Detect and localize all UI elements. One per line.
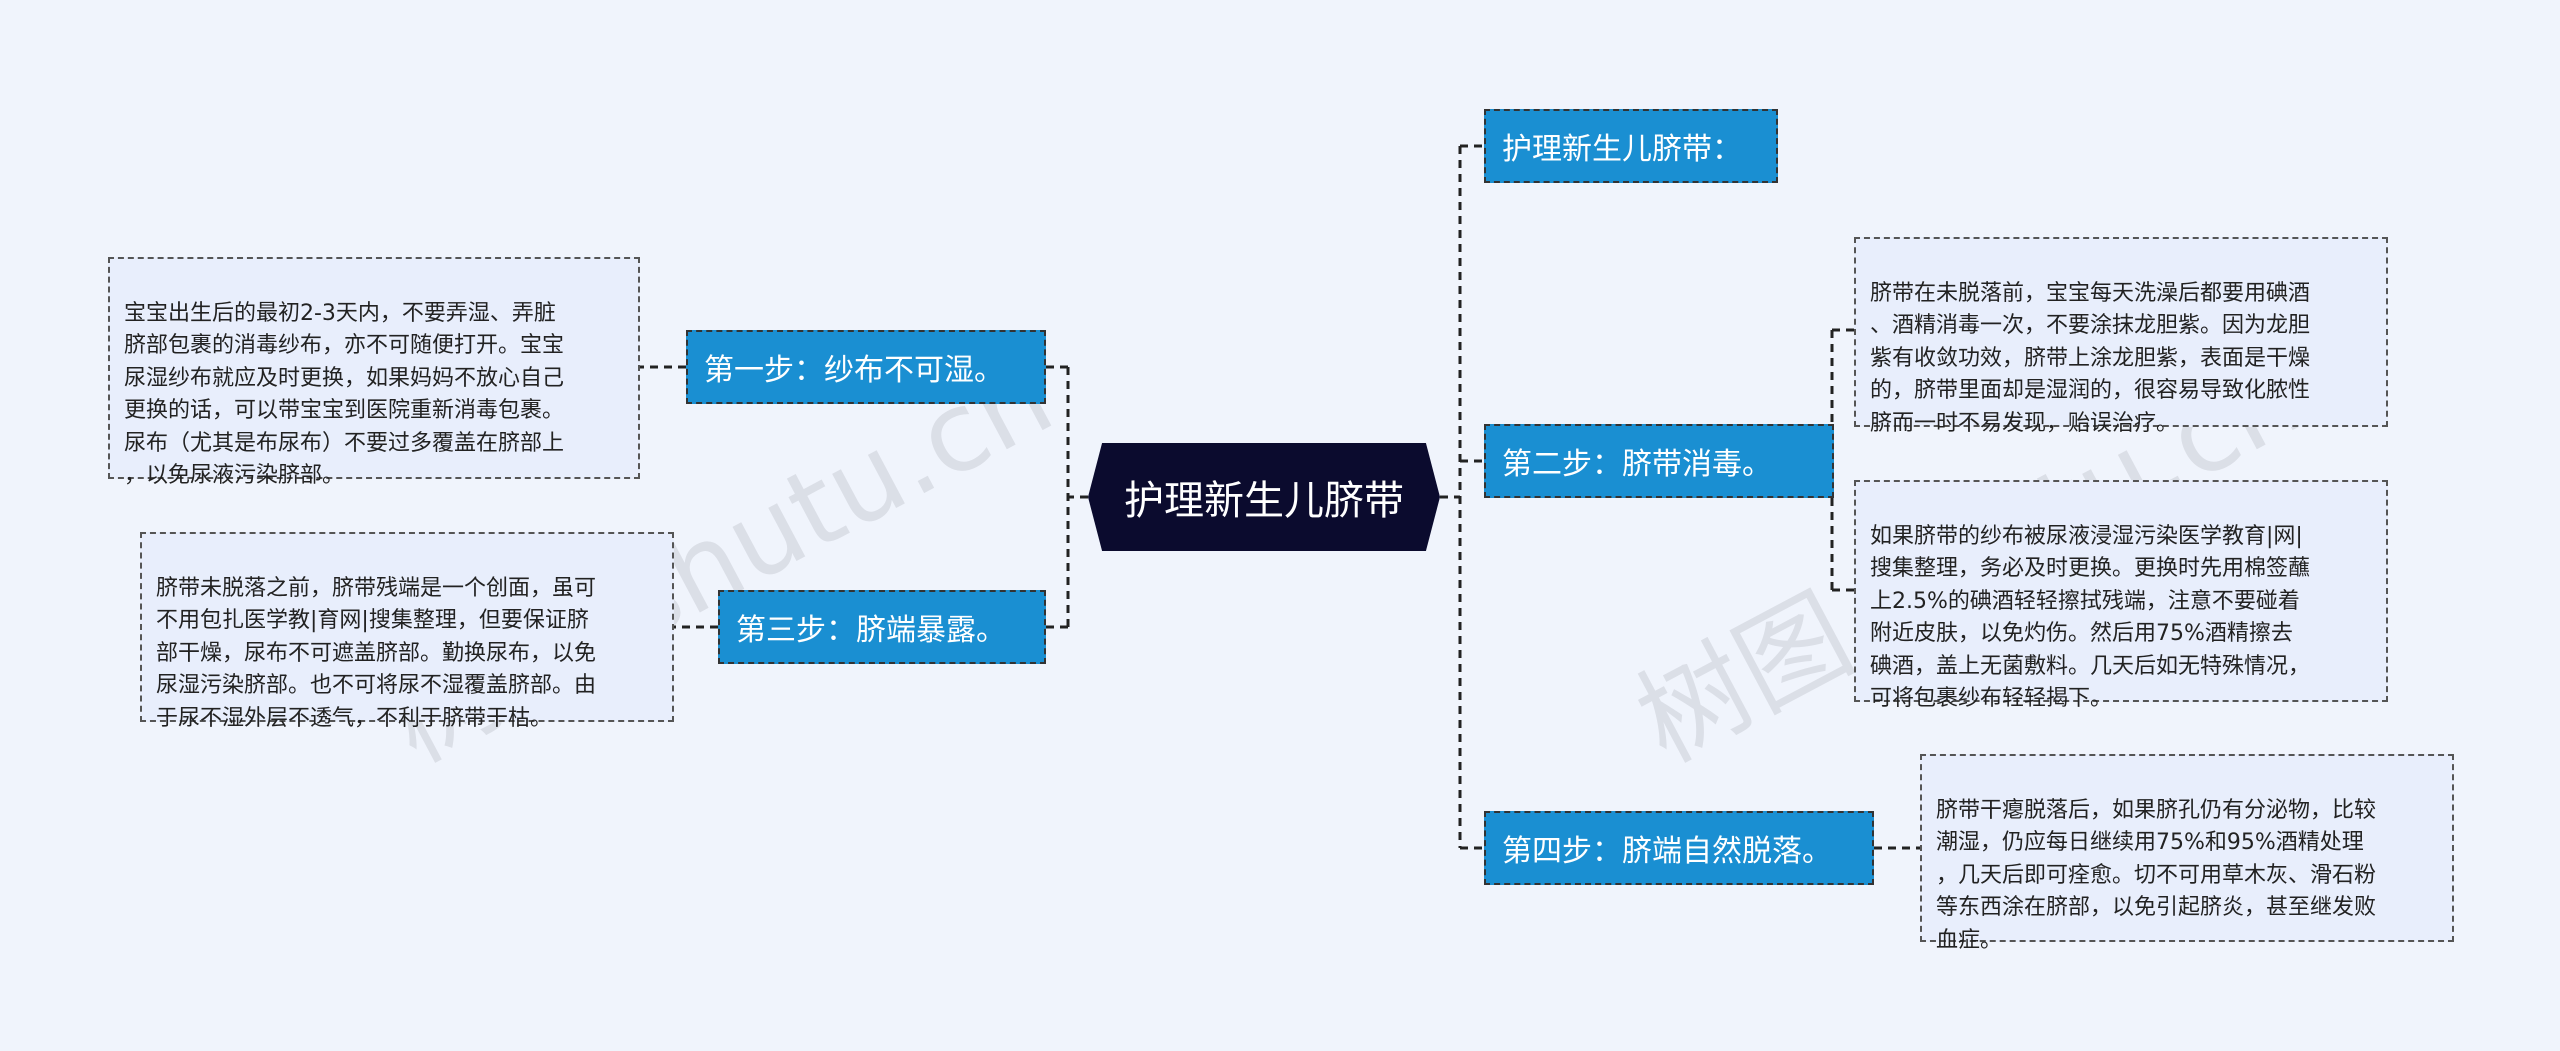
branch-step4-label: 第四步：脐端自然脱落。 [1502,834,1832,869]
branch-step1-label: 第一步：纱布不可湿。 [704,353,1004,388]
branch-title-label: 护理新生儿脐带： [1502,132,1742,167]
leaf-step1-note-text: 宝宝出生后的最初2-3天内，不要弄湿、弄脏 脐部包裹的消毒纱布，亦不可随便打开。… [124,300,565,489]
leaf-step2-note-b-text: 如果脐带的纱布被尿液浸湿污染医学教育|网| 搜集整理，务必及时更换。更换时先用棉… [1870,523,2311,712]
leaf-step1-note[interactable]: 宝宝出生后的最初2-3天内，不要弄湿、弄脏 脐部包裹的消毒纱布，亦不可随便打开。… [108,257,640,488]
branch-step4[interactable]: 第四步：脐端自然脱落。 [1484,811,1874,885]
branch-step1[interactable]: 第一步：纱布不可湿。 [686,330,1046,404]
leaf-step4-note[interactable]: 脐带干瘪脱落后，如果脐孔仍有分泌物，比较 潮湿，仍应每日继续用75%和95%酒精… [1920,754,2454,953]
branch-step2[interactable]: 第二步：脐带消毒。 [1484,424,1834,498]
leaf-step3-note[interactable]: 脐带未脱落之前，脐带残端是一个创面，虽可 不用包扎医学教|育网|搜集整理，但要保… [140,532,674,731]
leaf-step4-note-text: 脐带干瘪脱落后，如果脐孔仍有分泌物，比较 潮湿，仍应每日继续用75%和95%酒精… [1936,797,2377,953]
central-topic[interactable]: 护理新生儿脐带 [1088,443,1440,551]
branch-step3[interactable]: 第三步：脐端暴露。 [718,590,1046,664]
branch-step3-label: 第三步：脐端暴露。 [736,613,1006,648]
leaf-step2-note-a-text: 脐带在未脱落前，宝宝每天洗澡后都要用碘酒 、酒精消毒一次，不要涂抹龙胆紫。因为龙… [1870,280,2311,436]
branch-title[interactable]: 护理新生儿脐带： [1484,109,1778,183]
branch-step2-label: 第二步：脐带消毒。 [1502,447,1772,482]
central-topic-label: 护理新生儿脐带 [1124,478,1404,524]
leaf-step3-note-text: 脐带未脱落之前，脐带残端是一个创面，虽可 不用包扎医学教|育网|搜集整理，但要保… [156,575,597,731]
leaf-step2-note-a[interactable]: 脐带在未脱落前，宝宝每天洗澡后都要用碘酒 、酒精消毒一次，不要涂抹龙胆紫。因为龙… [1854,237,2388,436]
leaf-step2-note-b[interactable]: 如果脐带的纱布被尿液浸湿污染医学教育|网| 搜集整理，务必及时更换。更换时先用棉… [1854,480,2388,711]
